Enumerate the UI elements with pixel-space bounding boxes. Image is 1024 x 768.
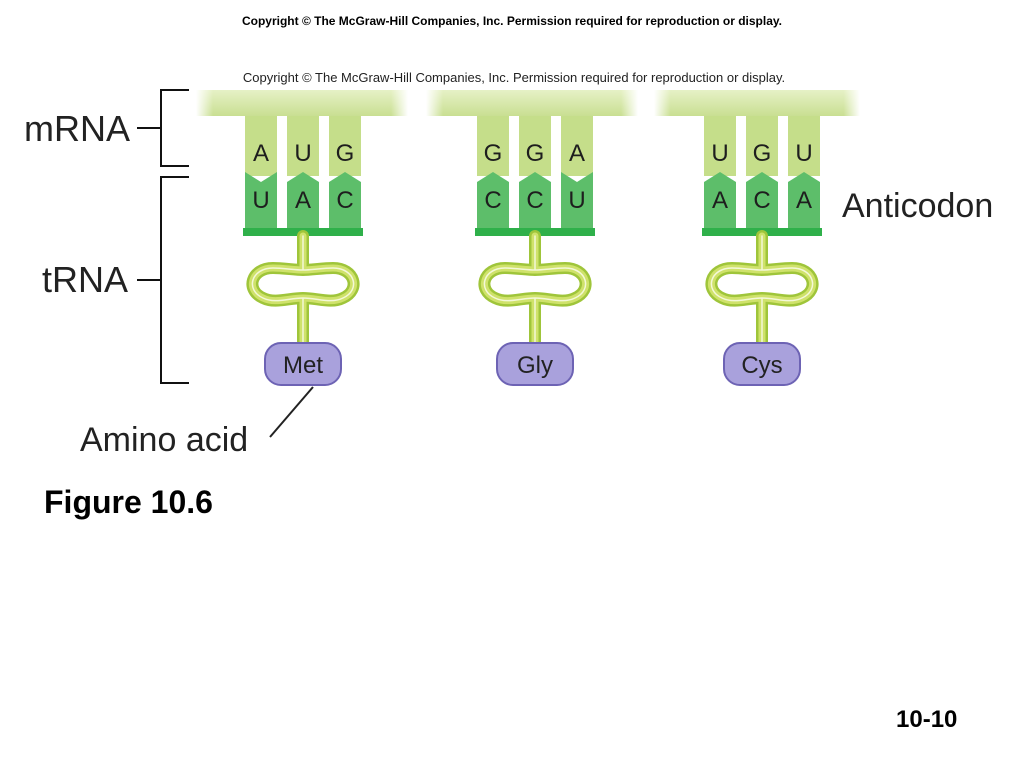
amino-acid-capsule [496, 342, 574, 386]
anticodon-base [704, 172, 736, 230]
anticodon-letter: C [484, 187, 501, 214]
trna-label: tRNA [42, 259, 128, 300]
mrna-label: mRNA [24, 108, 130, 149]
mrna-strand [196, 90, 860, 116]
amino-acid-name: Gly [517, 352, 553, 379]
anticodon-letter: C [336, 187, 353, 214]
anticodon-base [329, 172, 361, 230]
anticodon-base [788, 172, 820, 230]
anticodon-label: Anticodon [842, 187, 993, 225]
anticodon-base [519, 172, 551, 230]
codon-letter: G [526, 140, 545, 167]
codon-letter: U [795, 140, 812, 167]
amino-acid-capsule [723, 342, 801, 386]
anticodon-base [477, 172, 509, 230]
anticodon-letter: A [796, 187, 812, 214]
anticodon-base [746, 172, 778, 230]
slide-number: 10-10 [896, 706, 958, 733]
anticodon-base [561, 172, 593, 230]
codon-letter: A [253, 140, 269, 167]
codon-base [704, 116, 736, 176]
diagram-copyright: Copyright © The McGraw-Hill Companies, I… [243, 70, 785, 85]
anticodon-base [287, 172, 319, 230]
codon-base [746, 116, 778, 176]
slide-copyright: Copyright © The McGraw-Hill Companies, I… [241, 14, 783, 28]
anticodon-letter: U [252, 187, 269, 214]
codon-letter: G [753, 140, 772, 167]
trna-bracket [137, 176, 189, 384]
trna-diagram: Copyright © The McGraw-Hill Companies, I… [24, 70, 993, 459]
codon-base [287, 116, 319, 176]
amino-acid-name: Met [283, 352, 323, 379]
anticodon-letter: A [295, 187, 311, 214]
codon-letter: U [294, 140, 311, 167]
mrna-bracket [137, 89, 189, 167]
anticodon-letter: C [753, 187, 770, 214]
codon-base [561, 116, 593, 176]
codon-base [329, 116, 361, 176]
codon-letter: G [336, 140, 355, 167]
codon-letter: G [484, 140, 503, 167]
codon-base [788, 116, 820, 176]
codon-base [245, 116, 277, 176]
amino-acid-capsule [264, 342, 342, 386]
figure-caption: Figure 10.6 [44, 484, 213, 520]
codon-letter: A [569, 140, 585, 167]
anticodon-letter: U [568, 187, 585, 214]
anticodon-letter: C [526, 187, 543, 214]
amino-acid-label: Amino acid [80, 421, 248, 459]
codon-letter: U [711, 140, 728, 167]
codon-base [477, 116, 509, 176]
amino-acid-name: Cys [741, 352, 782, 379]
codon-base [519, 116, 551, 176]
amino-acid-pointer [269, 386, 314, 438]
anticodon-base [245, 172, 277, 230]
anticodon-letter: A [712, 187, 728, 214]
